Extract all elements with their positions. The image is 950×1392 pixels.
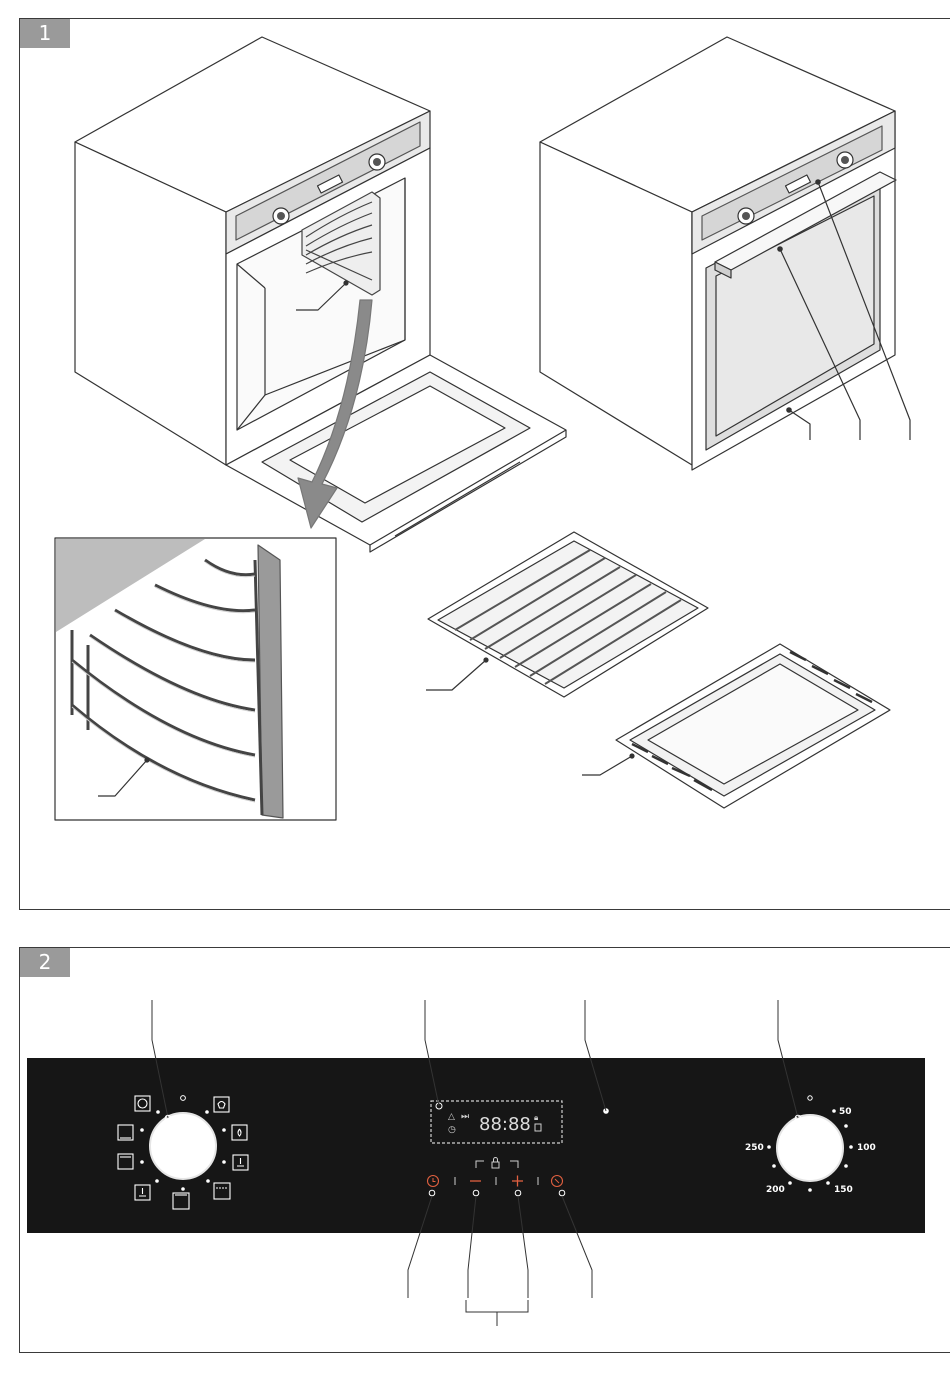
temp-mark-100: 100	[857, 1143, 876, 1153]
temp-mark-150: 150	[834, 1185, 853, 1195]
lock-small-icon: 🔒︎	[534, 1113, 538, 1122]
function-knob[interactable]	[150, 1113, 216, 1179]
temp-mark-200: 200	[766, 1185, 785, 1195]
display-digits: 88:88	[479, 1114, 531, 1135]
temp-mark-50: 50	[839, 1107, 852, 1117]
temp-mark-250: 250	[745, 1143, 764, 1153]
duration-icon: ◷	[448, 1125, 456, 1135]
end-icon: ⏭	[461, 1112, 469, 1122]
temperature-knob[interactable]	[777, 1115, 843, 1181]
alarm-icon: △	[448, 1112, 455, 1122]
